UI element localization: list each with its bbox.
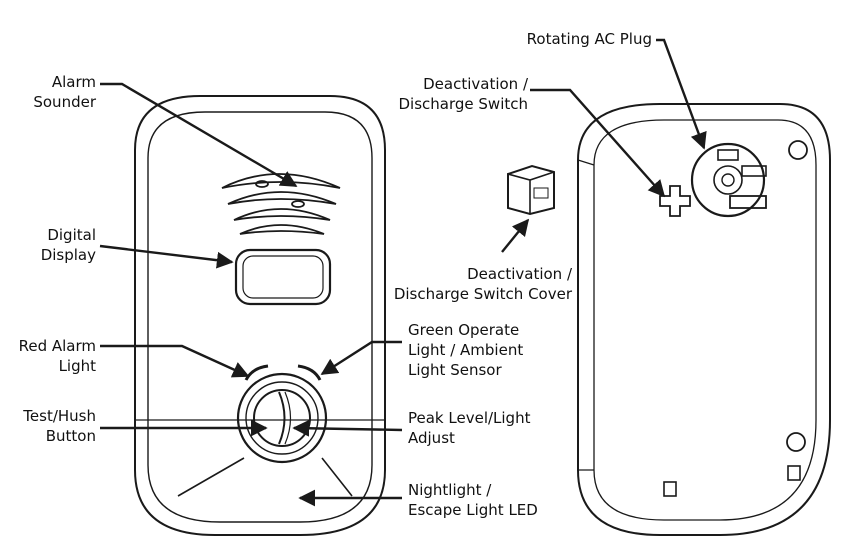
- digital-display-window: [234, 248, 332, 306]
- leader-alarm-sounder: [100, 82, 298, 188]
- red-alarm-light-lens: [244, 364, 269, 381]
- front-inner-bevel: [147, 111, 373, 523]
- test-hush-button-face: [253, 389, 311, 447]
- rotating-ac-plug: [690, 142, 767, 218]
- back-outer-shell: [577, 103, 831, 536]
- front-view-detector: [134, 95, 386, 536]
- leader-switch-cover: [501, 218, 530, 253]
- label-deactivation-cover: Deactivation /Discharge Switch Cover: [393, 265, 572, 303]
- deactivation-switch-cover: [507, 164, 555, 216]
- leader-green-operate-light: [320, 340, 402, 376]
- nightlight-panel: [177, 457, 353, 497]
- leader-rotating-ac-plug: [656, 38, 707, 150]
- leader-lines: [99, 38, 707, 507]
- mounting-hole-top: [788, 140, 808, 160]
- leader-peak-level: [292, 419, 403, 437]
- leader-red-alarm-light: [100, 344, 250, 378]
- alarm-sounder-grille: [221, 173, 341, 235]
- label-deactivation-switch: Deactivation /Discharge Switch: [398, 75, 529, 113]
- deactivation-switch: [659, 185, 691, 217]
- test-hush-button-ring: [236, 372, 328, 464]
- leader-deactivation-switch: [530, 88, 666, 198]
- front-outer-shell: [134, 95, 386, 536]
- mounting-hole-bottom: [786, 432, 806, 452]
- bottom-slot-right: [787, 465, 801, 481]
- back-inner-rim: [593, 119, 817, 521]
- bottom-slot-left: [663, 481, 677, 497]
- back-view-detector: [577, 103, 831, 536]
- label-nightlight: Nightlight /Escape Light LED: [408, 481, 538, 519]
- green-operate-light-lens: [297, 364, 322, 381]
- label-rotating-ac-plug: Rotating AC Plug: [526, 30, 652, 48]
- leader-digital-display: [99, 244, 234, 269]
